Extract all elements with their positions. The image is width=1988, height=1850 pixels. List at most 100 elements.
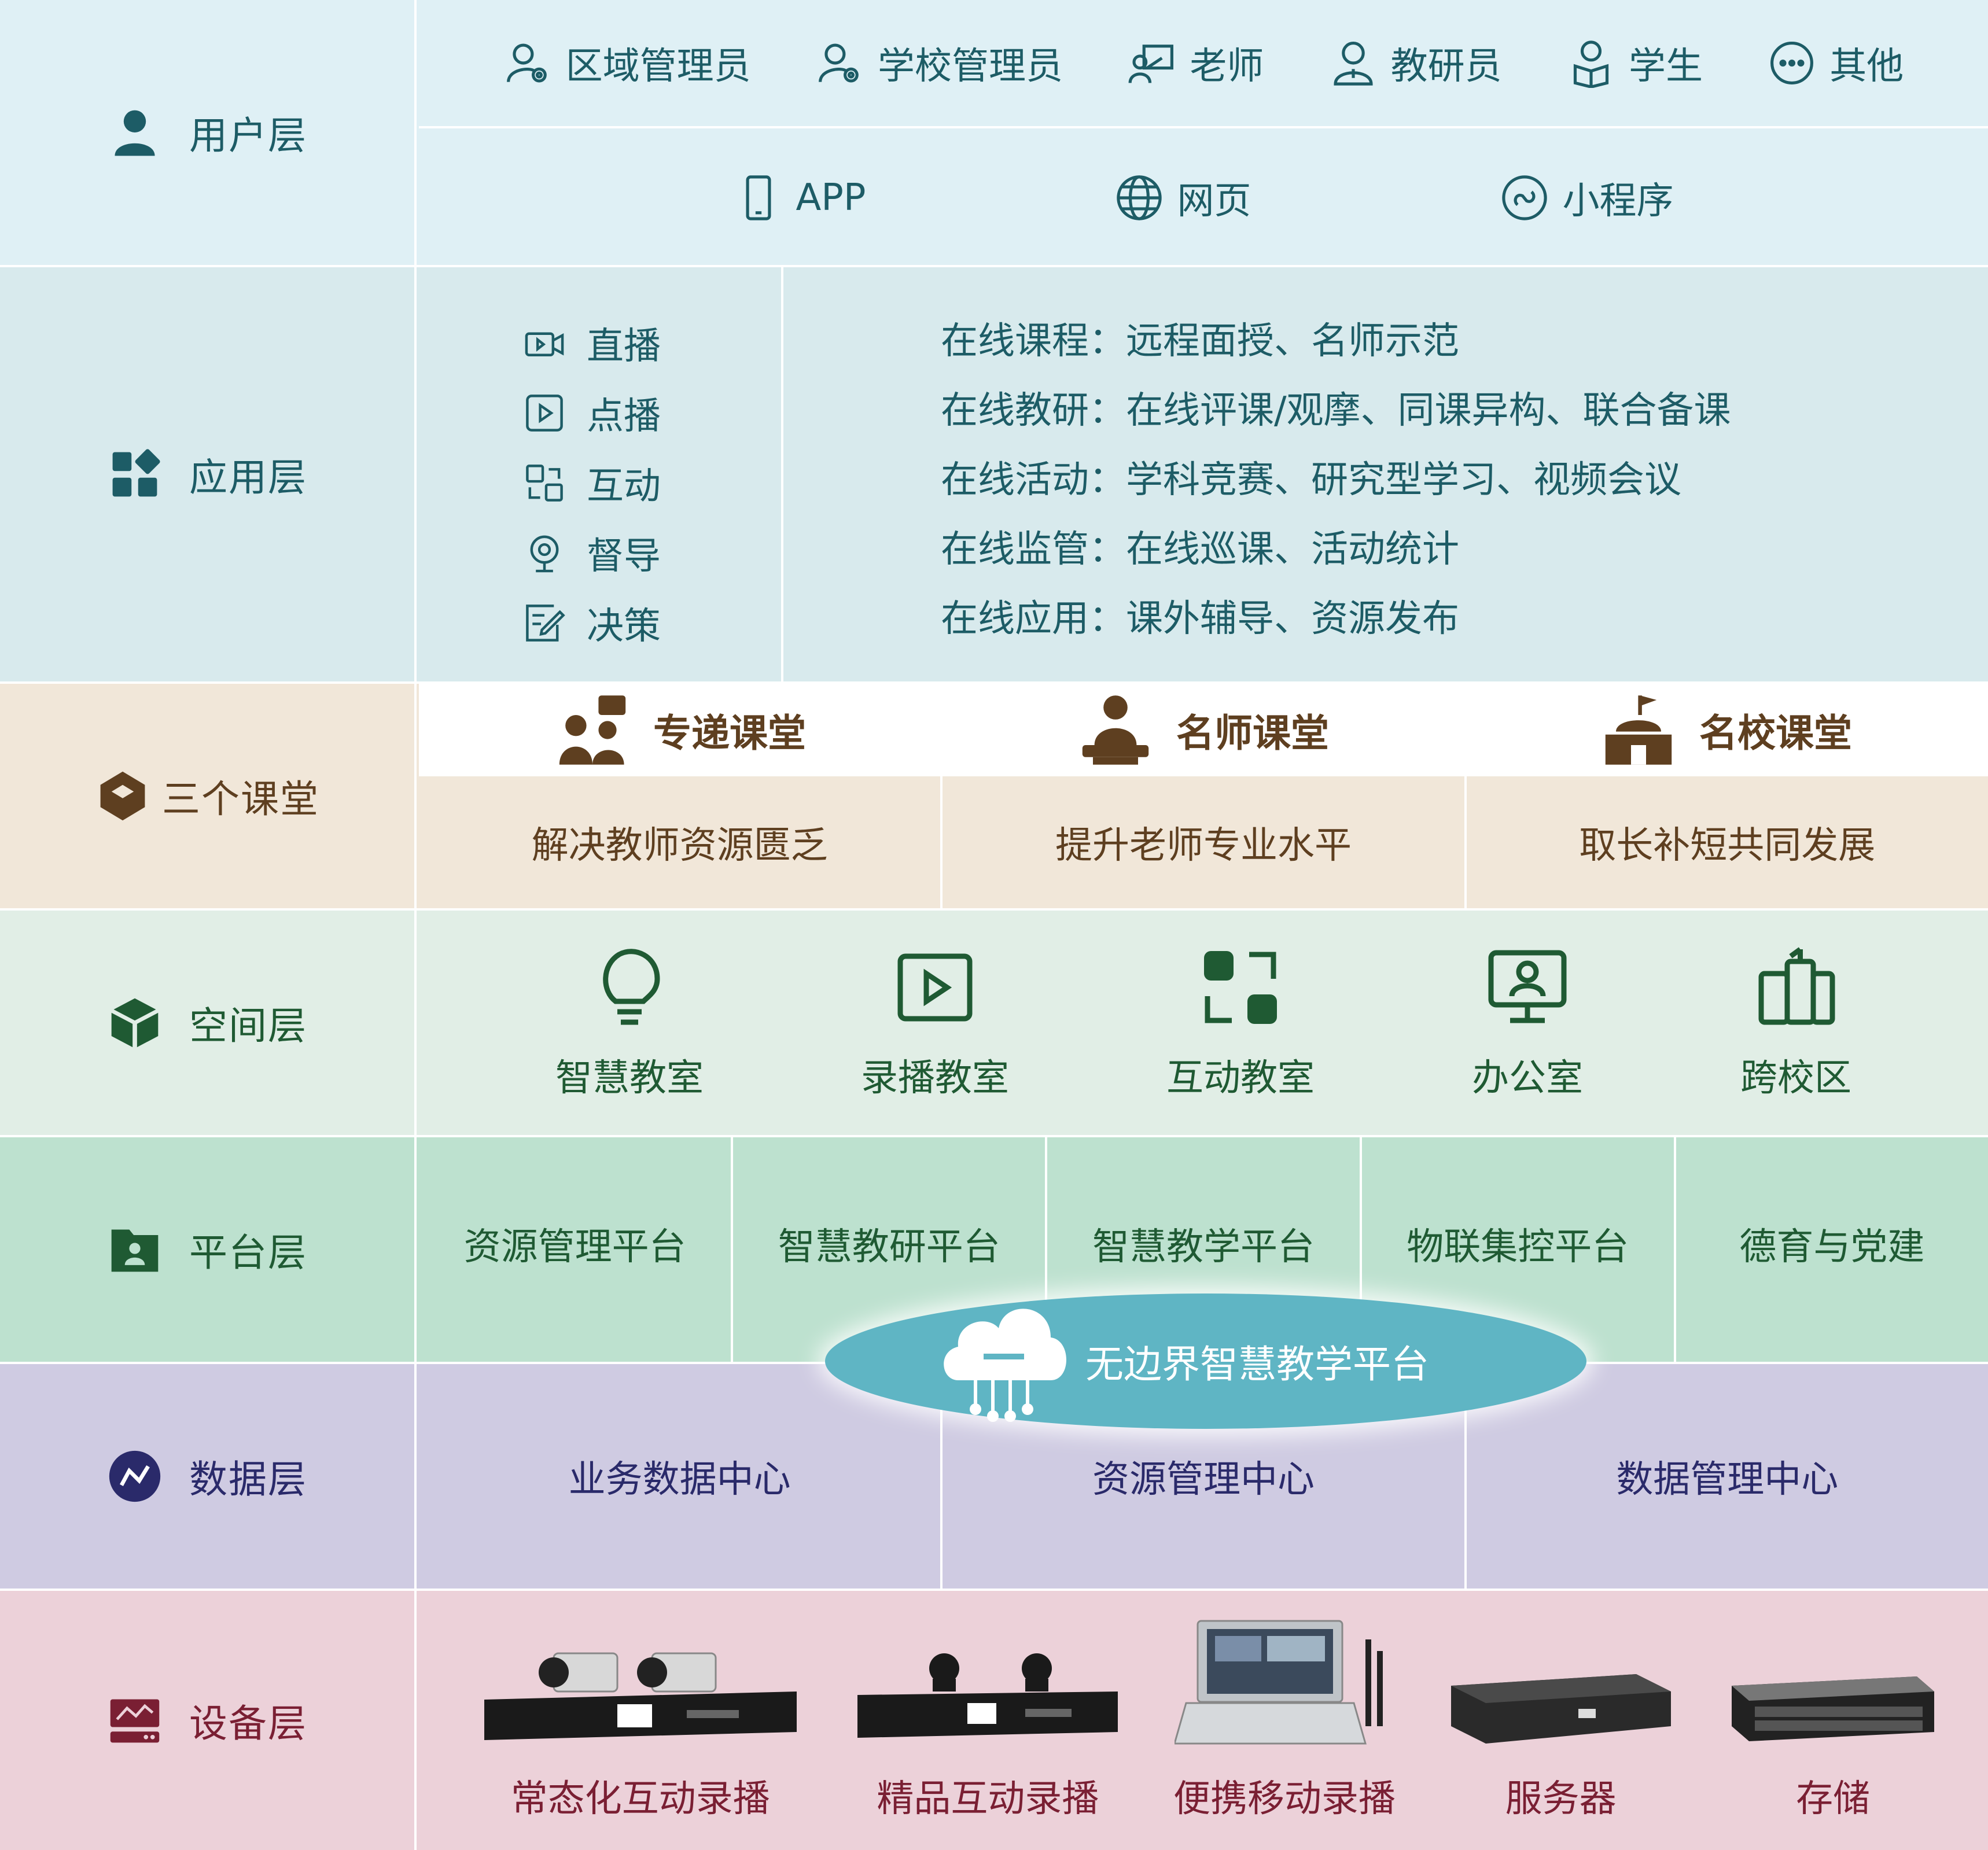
- application-layer: 应用层 直播 点播 互动 督导 决策: [0, 267, 1988, 684]
- classroom-header-label: 名校课堂: [1699, 711, 1852, 756]
- role-other: 其他: [1767, 36, 1904, 90]
- app-detail-line: 在线监管：在线巡课、活动统计: [941, 528, 1459, 571]
- monitor-user-icon: [1488, 950, 1567, 1023]
- access-mini-program: 小程序: [1500, 171, 1673, 224]
- app-detail-line: 在线应用：课外辅导、资源发布: [941, 598, 1459, 640]
- app-func-supervise: 督导: [523, 518, 781, 588]
- space-item-label: 录播教室: [861, 1057, 1009, 1100]
- space-recording-classroom: 录播教室: [861, 944, 1009, 1101]
- lecturer-podium-icon: [1082, 695, 1149, 765]
- cross-campus-icon: [1758, 947, 1835, 1025]
- role-label: 区域管理员: [565, 45, 751, 88]
- admin-gear-icon: [506, 43, 547, 83]
- role-researcher: 教研员: [1328, 36, 1502, 90]
- data-layer: 数据层 业务数据中心 资源管理中心 数据管理中心: [0, 1364, 1988, 1591]
- folder-user-icon: [111, 1229, 159, 1272]
- space-interactive-classroom: 互动教室: [1166, 944, 1315, 1101]
- device-item-label: 存储: [1796, 1778, 1871, 1820]
- more-dots-icon: [1770, 42, 1814, 84]
- role-label: 学校管理员: [877, 45, 1063, 88]
- platform-items-row: 资源管理平台 智慧教研平台 智慧教学平台 物联集控平台 德育与党建: [419, 1137, 1988, 1362]
- classroom-description: 取长补短共同发展: [1579, 824, 1876, 867]
- platform-item: 德育与党建: [1739, 1226, 1925, 1269]
- role-label: 学生: [1628, 45, 1703, 88]
- cloud-platform-badge: 无边界智慧教学平台: [825, 1293, 1586, 1429]
- data-items-row: 业务数据中心 资源管理中心 数据管理中心: [419, 1364, 1988, 1589]
- device-portable-recording: 便携移动录播: [1173, 1616, 1396, 1822]
- app-details: 在线课程：远程面授、名师示范 在线教研：在线评课/观摩、同课异构、联合备课 在线…: [786, 267, 1988, 681]
- researcher-icon: [1334, 42, 1373, 86]
- access-label: 网页: [1177, 180, 1251, 223]
- device-item-label: 精品互动录播: [877, 1778, 1099, 1820]
- space-smart-classroom: 智慧教室: [555, 944, 704, 1101]
- application-layer-label: 应用层: [0, 267, 417, 681]
- space-item-label: 办公室: [1472, 1057, 1583, 1100]
- platform-item: 智慧教学平台: [1047, 1137, 1362, 1362]
- classroom-description: 提升老师专业水平: [943, 776, 1467, 908]
- data-trend-icon: [109, 1450, 161, 1502]
- classroom-delivery-header: 专递课堂: [419, 684, 942, 776]
- role-label: 教研员: [1390, 45, 1502, 88]
- cube-logo-icon: [100, 771, 145, 821]
- play-icon: [526, 394, 563, 432]
- access-label: 小程序: [1562, 180, 1674, 223]
- data-item: 业务数据中心: [419, 1364, 943, 1589]
- app-func-decide: 决策: [523, 588, 781, 658]
- admin-gear-icon: [819, 43, 859, 83]
- device-premium-recording: 精品互动录播: [852, 1645, 1124, 1822]
- recorder-with-cameras-image: [484, 1652, 797, 1740]
- role-school-admin: 学校管理员: [815, 36, 1063, 90]
- space-office: 办公室: [1472, 944, 1583, 1101]
- play-screen-icon: [897, 953, 973, 1022]
- app-detail-line: 在线课程：远程面授、名师示范: [941, 320, 1459, 363]
- platform-layer-title: 平台层: [189, 1230, 307, 1275]
- app-func-label: 点播: [587, 395, 661, 438]
- space-item-label: 跨校区: [1740, 1057, 1851, 1100]
- application-layer-title: 应用层: [189, 455, 307, 500]
- apps-grid-icon: [112, 449, 160, 497]
- classroom-master-header: 名师课堂: [942, 684, 1465, 776]
- three-classrooms-title: 三个课堂: [162, 777, 319, 821]
- three-classrooms-body: 解决教师资源匮乏 提升老师专业水平 取长补短共同发展: [419, 776, 1988, 908]
- student-book-icon: [1573, 40, 1609, 88]
- space-layer-label: 空间层: [0, 911, 417, 1135]
- app-func-live: 直播: [523, 308, 781, 378]
- teacher-board-icon: [1128, 45, 1174, 83]
- user-layer: 用户层 区域管理员 学校管理员 老师 教研员 学生: [0, 0, 1988, 267]
- device-item-label: 服务器: [1505, 1778, 1617, 1820]
- data-item: 资源管理中心: [943, 1364, 1467, 1589]
- user-icon: [115, 110, 155, 156]
- space-layer: 空间层 智慧教室 录播教室 互动教室 办公室 跨校区: [0, 911, 1988, 1137]
- cloud-platform-label: 无边界智慧教学平台: [1085, 1342, 1429, 1387]
- space-item-label: 互动教室: [1166, 1057, 1315, 1100]
- webcam-icon: [530, 535, 559, 572]
- classroom-header-label: 专递课堂: [653, 711, 806, 756]
- storage-array-image: [1732, 1676, 1935, 1741]
- user-layer-title: 用户层: [189, 113, 307, 158]
- access-app: APP: [734, 173, 866, 223]
- user-access-row: APP 网页 小程序: [419, 131, 1988, 265]
- lightbulb-icon: [603, 949, 660, 1025]
- space-layer-title: 空间层: [189, 1004, 307, 1048]
- space-items-row: 智慧教室 录播教室 互动教室 办公室 跨校区: [419, 911, 1988, 1135]
- role-region-admin: 区域管理员: [503, 36, 751, 90]
- classroom-description: 解决教师资源匮乏: [419, 776, 943, 908]
- device-items-row: 常态化互动录播 精品互动录播: [419, 1591, 1988, 1850]
- device-regular-recording: 常态化互动录播: [478, 1645, 802, 1822]
- app-functions: 直播 点播 互动 督导 决策: [419, 267, 783, 681]
- three-classrooms-header: 专递课堂 名师课堂 名校课堂: [419, 684, 1988, 776]
- app-func-vod: 点播: [523, 378, 781, 448]
- portable-recorder-image: [1174, 1620, 1383, 1745]
- role-teacher: 老师: [1127, 36, 1264, 90]
- platform-layer: 平台层 资源管理平台 智慧教研平台 智慧教学平台 物联集控平台 德育与党建: [0, 1137, 1988, 1364]
- app-func-label: 互动: [587, 465, 661, 508]
- classroom-header-label: 名师课堂: [1176, 711, 1329, 756]
- rack-server-image: [1450, 1674, 1671, 1744]
- edit-document-icon: [526, 604, 565, 642]
- school-building-icon: [1605, 695, 1672, 765]
- platform-item: 资源管理平台: [419, 1137, 734, 1362]
- device-storage: 存储: [1726, 1663, 1940, 1822]
- platform-item: 物联集控平台: [1362, 1137, 1676, 1362]
- app-detail-line: 在线教研：在线评课/观摩、同课异构、联合备课: [941, 389, 1731, 432]
- app-func-label: 直播: [587, 325, 661, 368]
